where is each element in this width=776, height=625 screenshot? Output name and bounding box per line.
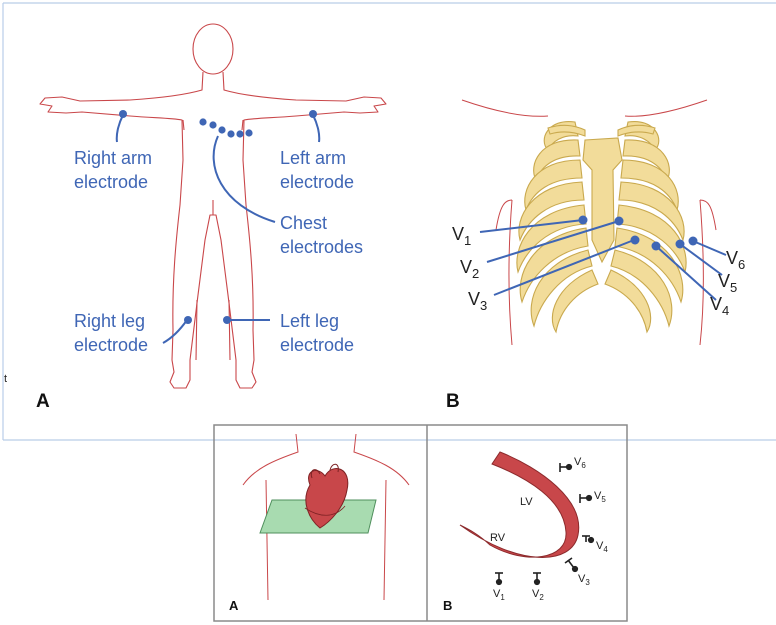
precordial-electrodes [578,215,698,251]
lead-label-v2: V2 [460,257,479,281]
lead-label-v4: V4 [710,294,729,318]
small-label-v2: V2 [532,588,544,602]
v4-electrode-dot [651,241,661,251]
right-arm-label-line2: electrode [74,172,148,192]
ventricle-cross-section [459,451,580,558]
v6-electrode-dot [688,236,698,246]
top-figure-frame [2,2,776,441]
left-arm-label-line1: Left arm [280,148,346,168]
electrode-dots [119,110,317,324]
rv-label: RV [490,532,506,544]
v5-marker [579,494,593,503]
chest-label-line2: electrodes [280,237,363,257]
left-leg-label-line1: Left leg [280,311,339,331]
panel-b-letter: B [446,391,460,412]
small-label-v1: V1 [493,588,505,602]
v3-electrode-dot [630,235,640,245]
chest-electrode-dot [199,118,207,126]
bottom-figure-frame [213,424,628,622]
chest-label-line1: Chest [280,213,327,233]
left-arm-electrode-dot [309,110,317,118]
right-leg-label-line1: Right leg [74,311,145,331]
left-arm-label-line2: electrode [280,172,354,192]
right-leg-label-line2: electrode [74,335,148,355]
chest-electrode-dot [236,130,244,138]
chest-electrode-dot [218,126,226,134]
precordial-lead-wires [479,219,727,301]
heart-illustration [304,463,349,529]
left-leg-label-line2: electrode [280,335,354,355]
panel-a-letter: A [36,391,50,412]
small-label-v4: V4 [596,540,608,554]
bottom-lead-labels: V6 V5 V4 V3 V2 V1 B [443,456,608,613]
small-label-v3: V3 [578,573,590,587]
lead-label-v6: V6 [726,248,745,272]
left-leg-electrode-dot [223,316,231,324]
chest-electrode-dot [245,129,253,137]
lead-label-v3: V3 [468,289,487,313]
lead-markers [495,463,595,586]
v3-marker [564,557,579,573]
lv-label: LV [520,496,533,508]
torso-outline [461,99,717,346]
chest-electrode-dot [227,130,235,138]
right-arm-label-line1: Right arm [74,148,152,168]
stray-mark: t [4,373,7,385]
right-arm-electrode-dot [119,110,127,118]
panel-a-labels: Right arm electrode Left arm electrode C… [4,148,363,412]
v6-marker [559,463,573,472]
precordial-lead-labels: V1 V2 V3 V4 V5 V6 B [446,224,745,412]
torso-cross-section-outline [242,433,410,601]
v2-marker [533,572,541,586]
bottom-panel-b-letter: B [443,598,452,613]
small-label-v5: V5 [594,490,606,504]
lead-label-v1: V1 [452,224,471,248]
chest-electrode-dot [209,121,217,129]
bottom-panel-a-letter: A [229,598,239,613]
v4-marker [582,535,595,544]
small-label-v6: V6 [574,456,586,470]
v5-electrode-dot [675,239,685,249]
right-leg-electrode-dot [184,316,192,324]
v1-electrode-dot [578,215,588,225]
v2-electrode-dot [614,216,624,226]
body-outline [39,23,387,389]
chamber-labels: LV RV [490,496,533,544]
lead-label-v5: V5 [718,271,737,295]
v1-marker [495,572,503,586]
